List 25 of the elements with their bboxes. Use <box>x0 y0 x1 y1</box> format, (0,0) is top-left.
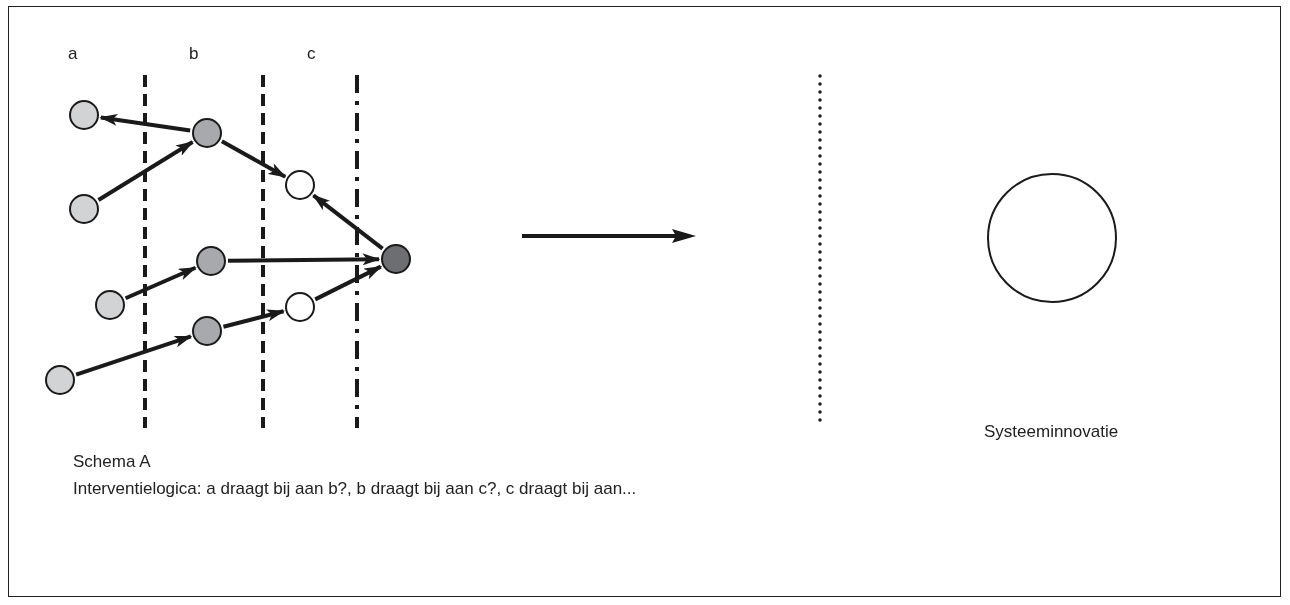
circle-node <box>285 170 315 200</box>
circle-node <box>192 316 222 346</box>
circle-node <box>69 100 99 130</box>
arrow <box>97 140 194 202</box>
circle-node <box>381 244 411 274</box>
arrow <box>314 264 383 302</box>
arrow <box>312 193 384 251</box>
circle-node <box>95 290 125 320</box>
column-label: b <box>189 44 199 64</box>
column-label: c <box>307 44 316 64</box>
circle-node <box>196 246 226 276</box>
arrow <box>222 309 285 329</box>
schema-title: Schema A <box>73 452 151 472</box>
arrow <box>220 139 287 179</box>
circle-node <box>285 292 315 322</box>
column-label: a <box>68 44 78 64</box>
arrow <box>227 253 381 266</box>
circle-node <box>69 194 99 224</box>
circle-node <box>45 365 75 395</box>
schema-caption: Interventielogica: a draagt bij aan b?, b draagt bij aan c?, c draagt bij aan... <box>73 479 637 499</box>
circle-node <box>192 118 222 148</box>
arrow <box>124 265 197 301</box>
arrow <box>99 113 191 133</box>
text-label: Systeeminnovatie <box>984 422 1119 442</box>
arrow <box>75 334 193 377</box>
